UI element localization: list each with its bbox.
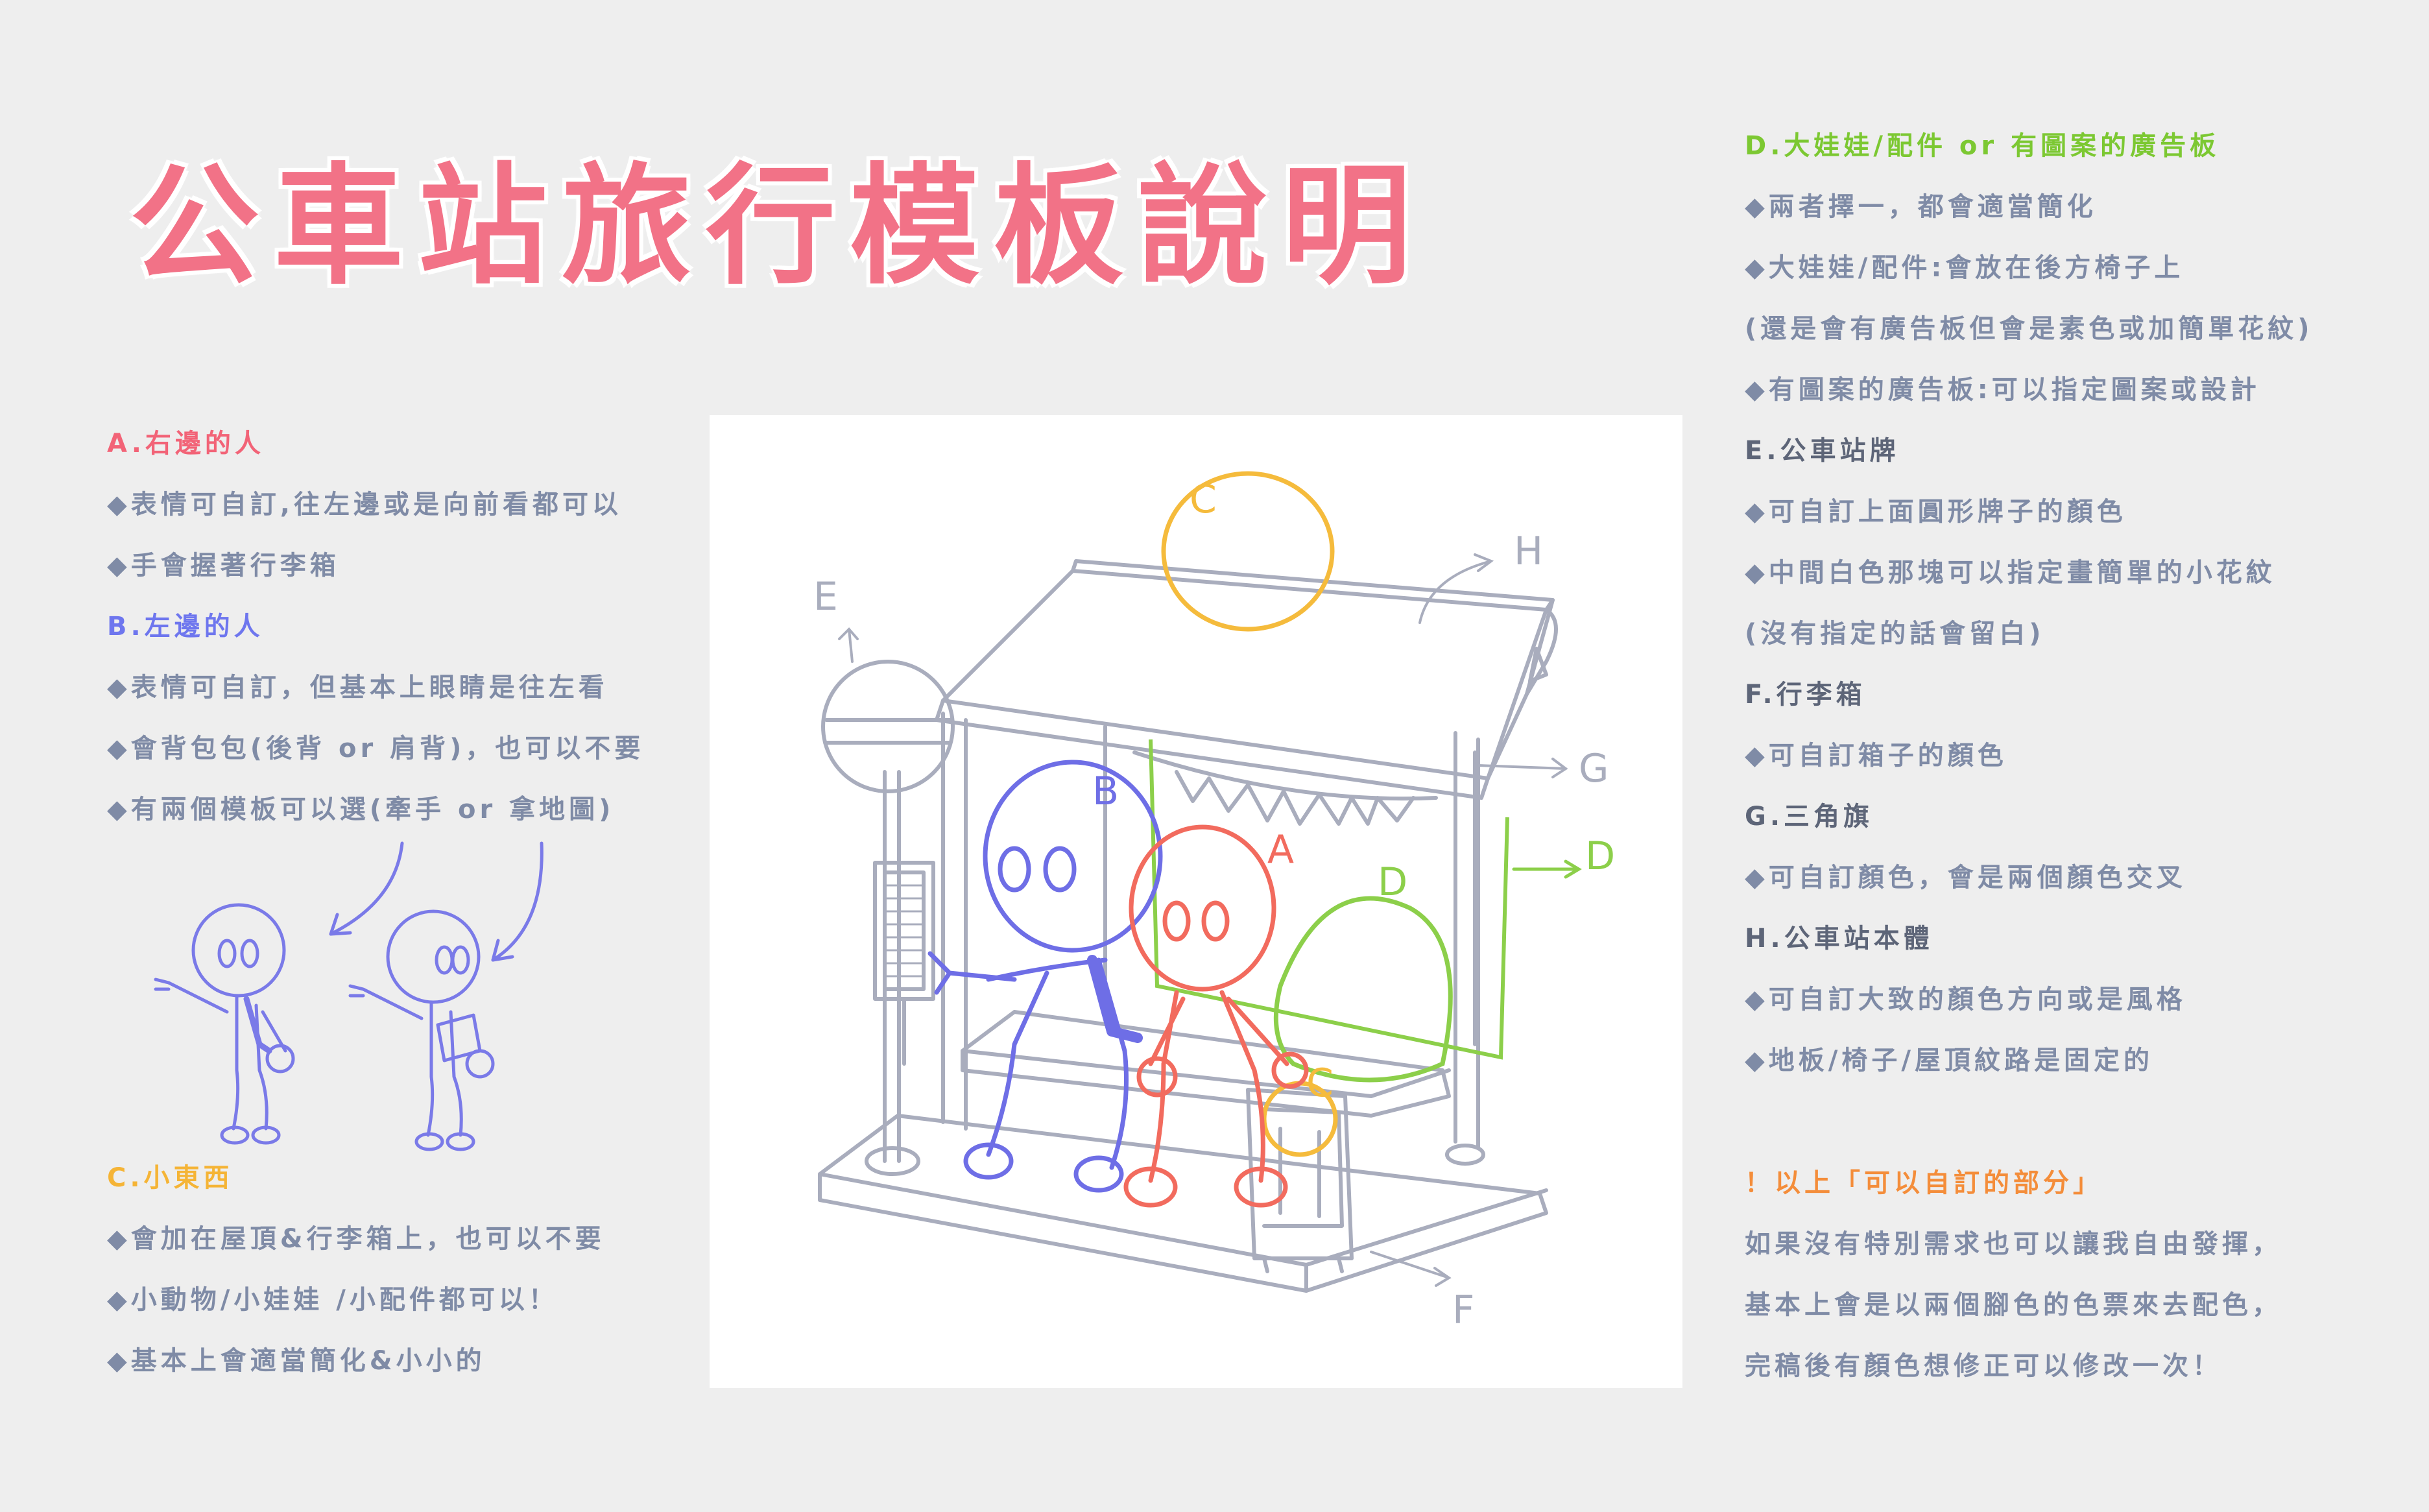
section-a-item-1: ◆表情可自訂,往左邊或是向前看都可以 xyxy=(107,490,622,520)
section-b-item-1: ◆表情可自訂，但基本上眼睛是往左看 xyxy=(107,673,608,702)
label-g: G xyxy=(1579,746,1609,791)
template-figure-holding-hands xyxy=(154,903,295,1145)
note-heading: ！以上「可以自訂的部分」 xyxy=(1745,1168,2103,1198)
template-arrow-left-head xyxy=(329,913,352,936)
customization-note: ！以上「可以自訂的部分」 如果沒有特別需求也可以讓我自由發揮， 基本上會是以兩個… xyxy=(1745,1153,2282,1397)
label-b: B xyxy=(1092,769,1119,814)
bus-stop-diagram-panel: C C E H G D D F B A xyxy=(710,415,1682,1388)
template-arrow-right-head xyxy=(491,939,514,962)
left-column: A.右邊的人 ◆表情可自訂,往左邊或是向前看都可以 ◆手會握著行李箱 B.左邊的… xyxy=(107,413,644,840)
section-b-heading: B.左邊的人 xyxy=(107,612,264,642)
label-h: H xyxy=(1514,529,1543,574)
section-d-item-1: ◆兩者擇一，都會適當簡化 xyxy=(1745,192,2097,222)
section-d-item-2: ◆大娃娃/配件:會放在後方椅子上 xyxy=(1745,253,2184,283)
figure-b xyxy=(927,760,1163,1193)
label-d: D xyxy=(1378,859,1407,905)
section-a-item-2: ◆手會握著行李箱 xyxy=(107,551,340,581)
section-c-item-2: ◆小動物/小娃娃 /小配件都可以！ xyxy=(107,1285,558,1315)
template-arrow-left xyxy=(329,841,404,936)
section-g-item-1: ◆可自訂顏色，會是兩個顏色交叉 xyxy=(1745,863,2186,893)
note-line-2: 基本上會是以兩個腳色的色票來去配色， xyxy=(1745,1290,2282,1320)
left-column-c: C.小東西 ◆會加在屋頂&行李箱上，也可以不要 ◆小動物/小娃娃 /小配件都可以… xyxy=(107,1147,605,1391)
label-c-suitcase: C xyxy=(1306,1061,1334,1106)
section-g-heading: G.三角旗 xyxy=(1745,802,1874,832)
big-doll-circle xyxy=(1273,896,1453,1083)
note-line-1: 如果沒有特別需求也可以讓我自由發揮， xyxy=(1745,1229,2282,1259)
section-e-item-2: ◆中間白色那塊可以指定畫簡單的小花紋 xyxy=(1745,558,2276,588)
section-d-heading: D.大娃娃/配件 or 有圖案的廣告板 xyxy=(1745,131,2220,161)
section-h-item-1: ◆可自訂大致的顏色方向或是風格 xyxy=(1745,985,2186,1014)
section-b-item-2: ◆會背包包(後背 or 肩背)，也可以不要 xyxy=(107,734,645,763)
section-d-item-3: (還是會有廣告板但會是素色或加簡單花紋) xyxy=(1745,314,2314,344)
figure-a xyxy=(1123,824,1309,1208)
section-f-item-1: ◆可自訂箱子的顏色 xyxy=(1745,741,2007,771)
section-e-heading: E.公車站牌 xyxy=(1745,436,1900,466)
bus-stop-sketch: C C E H G D D F B A xyxy=(813,471,1615,1333)
label-f: F xyxy=(1452,1288,1475,1333)
page-title: 公車站旅行模板說明 xyxy=(130,151,1426,302)
label-e: E xyxy=(813,574,838,619)
template-sketch xyxy=(154,841,544,1151)
right-column: D.大娃娃/配件 or 有圖案的廣告板 ◆兩者擇一，都會適當簡化 ◆大娃娃/配件… xyxy=(1745,115,2314,1091)
note-line-3: 完稿後有顏色想修正可以修改一次！ xyxy=(1745,1351,2222,1381)
section-d-item-4: ◆有圖案的廣告板:可以指定圖案或設計 xyxy=(1745,375,2260,405)
section-f-heading: F.行李箱 xyxy=(1745,680,1866,710)
label-d-side: D xyxy=(1585,834,1615,879)
template-arrow-right xyxy=(491,841,544,962)
section-e-item-3: (沒有指定的話會留白) xyxy=(1745,619,2045,649)
label-a: A xyxy=(1267,827,1294,872)
section-e-item-1: ◆可自訂上面圓形牌子的顏色 xyxy=(1745,497,2127,527)
section-c-item-1: ◆會加在屋頂&行李箱上，也可以不要 xyxy=(107,1224,605,1254)
roof-item-circle xyxy=(1161,471,1335,632)
section-c-heading: C.小東西 xyxy=(107,1163,233,1193)
section-h-heading: H.公車站本體 xyxy=(1745,924,1933,954)
template-figure-holding-map xyxy=(348,909,495,1151)
section-a-heading: A.右邊的人 xyxy=(107,429,265,459)
section-b-item-3: ◆有兩個模板可以選(牽手 or 拿地圖) xyxy=(107,795,615,824)
section-c-item-3: ◆基本上會適當簡化&小小的 xyxy=(107,1346,486,1376)
section-h-item-2: ◆地板/椅子/屋頂紋路是固定的 xyxy=(1745,1046,2153,1075)
label-c-roof: C xyxy=(1190,477,1217,522)
character-b-templates xyxy=(130,824,545,1161)
